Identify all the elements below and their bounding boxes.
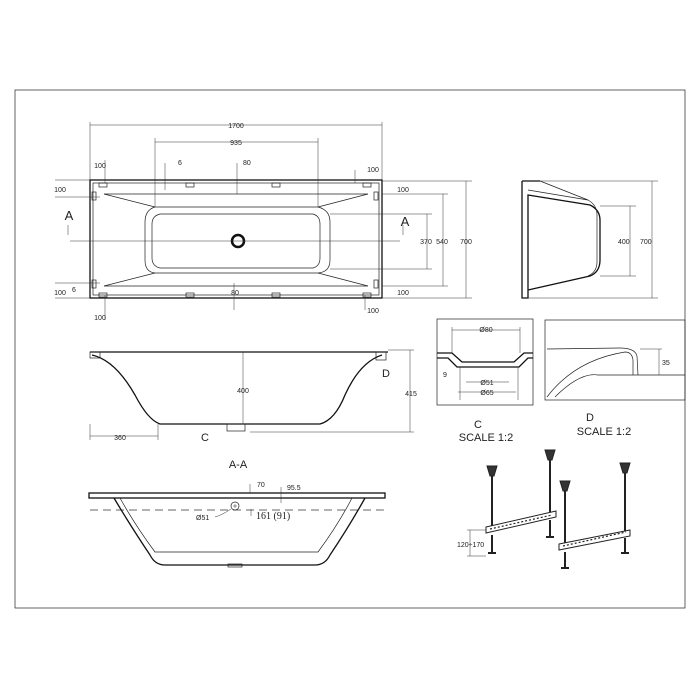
detail-c-label: C xyxy=(474,419,482,431)
basin-outline xyxy=(144,206,331,274)
detail-c-callout: C xyxy=(201,432,209,444)
dim-700: 700 xyxy=(640,239,652,246)
dim-700: 700 xyxy=(460,239,472,246)
dim-6: 6 xyxy=(178,160,182,167)
dim-80: 80 xyxy=(243,160,251,167)
dim-100: 100 xyxy=(54,187,66,194)
drain-icon xyxy=(230,501,240,511)
plan-view: 1700 935 100 100 100 100 100 100 100 100… xyxy=(54,122,472,322)
section-title: A-A xyxy=(229,459,248,471)
bath-outline xyxy=(89,179,383,299)
dim-9: 9 xyxy=(443,372,447,379)
section-marker: A xyxy=(65,208,74,223)
section-aa: A-A 70 95.5 Ø51 161 (91) xyxy=(88,459,386,568)
detail-d: 35 D SCALE 1:2 xyxy=(544,319,686,438)
dim-935: 935 xyxy=(230,140,242,147)
section-marker: A xyxy=(401,214,410,229)
end-view: 400 700 xyxy=(521,180,658,299)
drawing-frame xyxy=(14,89,686,609)
dim-100: 100 xyxy=(397,187,409,194)
dim-100: 100 xyxy=(54,290,66,297)
side-view: 400 415 360 C D xyxy=(89,349,417,444)
drain-detail xyxy=(226,423,246,432)
detail-c: Ø80 Ø51 Ø65 9 C SCALE 1:2 xyxy=(436,318,534,444)
dim-360: 360 xyxy=(114,435,126,442)
dim-100: 100 xyxy=(367,308,379,315)
dim-100: 100 xyxy=(397,290,409,297)
dim-65-dia: Ø65 xyxy=(480,390,493,397)
dim-100: 100 xyxy=(94,315,106,322)
dim-1700: 1700 xyxy=(228,123,244,130)
dim-95-5: 95.5 xyxy=(287,485,301,492)
bath-legs: 120÷170 xyxy=(457,449,631,569)
dim-80: 80 xyxy=(231,290,239,297)
dim-70: 70 xyxy=(257,482,265,489)
detail-d-callout: D xyxy=(382,368,390,380)
detail-d-scale: SCALE 1:2 xyxy=(577,426,631,438)
dim-51-dia: Ø51 xyxy=(196,515,209,522)
dim-51-dia: Ø51 xyxy=(480,380,493,387)
dim-415: 415 xyxy=(405,391,417,398)
dim-400: 400 xyxy=(237,388,249,395)
dim-80-dia: Ø80 xyxy=(479,327,492,334)
detail-c-scale: SCALE 1:2 xyxy=(459,432,513,444)
dim-400: 400 xyxy=(618,239,630,246)
dim-100: 100 xyxy=(367,167,379,174)
detail-d-label: D xyxy=(586,412,594,424)
dim-leg-range: 120÷170 xyxy=(457,542,484,549)
dim-540: 540 xyxy=(436,239,448,246)
dim-100: 100 xyxy=(94,163,106,170)
dim-6: 6 xyxy=(72,287,76,294)
dim-370: 370 xyxy=(420,239,432,246)
dim-35: 35 xyxy=(662,360,670,367)
dim-161-91: 161 (91) xyxy=(256,511,290,522)
